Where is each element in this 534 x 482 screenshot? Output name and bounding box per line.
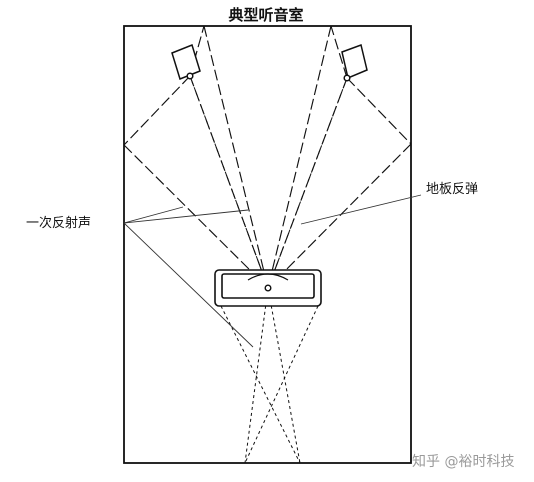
sofa-cushion-arc	[247, 273, 289, 281]
sofa	[214, 269, 322, 307]
leader-first-reflection-a	[123, 206, 184, 224]
ray-left-speaker-floor	[189, 75, 269, 289]
leader-lines	[123, 194, 422, 348]
ray-right-speaker-to-right-wall	[346, 77, 412, 145]
ray-top-right-to-listener	[267, 25, 332, 289]
ray-sofa-right-to-rear	[244, 305, 319, 464]
left-speaker	[171, 44, 201, 80]
leader-first-reflection-c	[123, 222, 254, 348]
leader-floor-bounce	[300, 194, 422, 225]
ray-top-left-to-listener	[203, 25, 269, 289]
ray-right-speaker-to-top-right	[330, 25, 348, 79]
listener-position	[264, 284, 272, 292]
label-floor-bounce: 地板反弹	[426, 182, 478, 197]
right-speaker-body	[341, 44, 368, 80]
left-speaker-driver	[186, 72, 194, 80]
room-outline	[123, 25, 412, 464]
ray-listener-to-rear-right-a	[267, 287, 301, 464]
label-first-reflection: 一次反射声	[26, 215, 91, 231]
leader-first-reflection-b	[123, 209, 249, 224]
watermark: 知乎 @裕时科技	[412, 453, 514, 470]
ray-sofa-left-to-rear	[220, 305, 301, 464]
floor-bounce-rays	[189, 75, 348, 464]
ray-left-wall-to-listener	[123, 144, 269, 289]
ray-right-wall-to-listener	[267, 143, 412, 289]
right-speaker-driver	[343, 74, 351, 82]
right-speaker	[341, 44, 368, 82]
ray-right-speaker-floor	[267, 77, 348, 289]
diagram-title: 典型听音室	[228, 6, 303, 24]
reflection-rays	[123, 25, 412, 289]
ray-right-speaker-to-listener	[267, 77, 348, 289]
left-speaker-body	[171, 44, 201, 80]
ray-left-speaker-to-left-wall	[123, 75, 191, 146]
